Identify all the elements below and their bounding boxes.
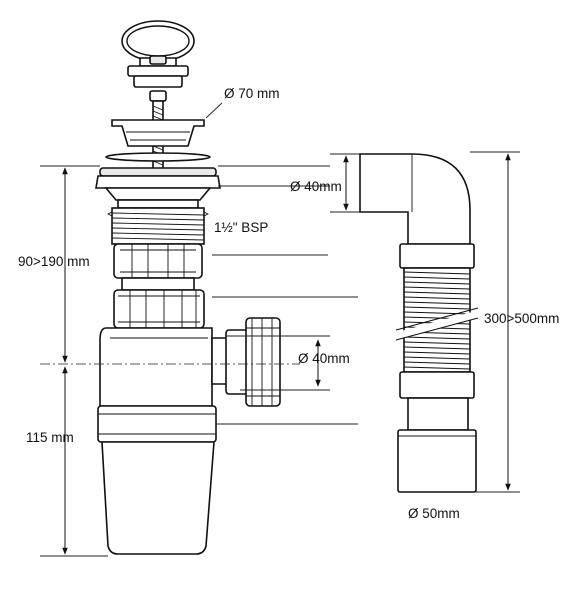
telescopic-tube [121, 277, 195, 291]
side-outlet-diameter-label: Ø 40mm [298, 351, 350, 366]
flexi-bottom-diameter-label: Ø 50mm [408, 506, 460, 521]
flexi-corrugated-hose [395, 267, 479, 373]
flexi-length-extension-lines [470, 151, 520, 493]
threaded-tail [106, 199, 210, 245]
waste-flange [95, 152, 221, 201]
strainer-cup [111, 119, 205, 147]
upper-nut [113, 243, 203, 279]
lower-nut [113, 289, 205, 329]
bottle-collar [97, 405, 217, 443]
depth-label: 115 mm [26, 430, 74, 445]
flexi-spigot [397, 397, 477, 493]
side-outlet [211, 317, 281, 407]
flexi-upper-cuff [399, 243, 475, 269]
flexi-top-extension-lines [330, 153, 360, 213]
bottle-pot [101, 441, 215, 555]
plug-leader [205, 102, 223, 119]
flexi-lower-cuff [399, 371, 475, 399]
flexi-length-label: 300>500mm [484, 311, 559, 326]
flexi-top-diameter-label: Ø 40mm [290, 179, 342, 194]
bottle-body [99, 327, 213, 407]
stopper-cap [127, 55, 189, 88]
flexi-elbow [359, 153, 471, 245]
thread-label: 1½" BSP [214, 220, 268, 235]
plug-ring [121, 20, 195, 62]
height-adjust-label: 90>190 mm [18, 254, 90, 269]
flange-extension-lines [218, 165, 330, 187]
extension-lines [212, 254, 358, 425]
plug-diameter-label: Ø 70 mm [224, 86, 280, 101]
